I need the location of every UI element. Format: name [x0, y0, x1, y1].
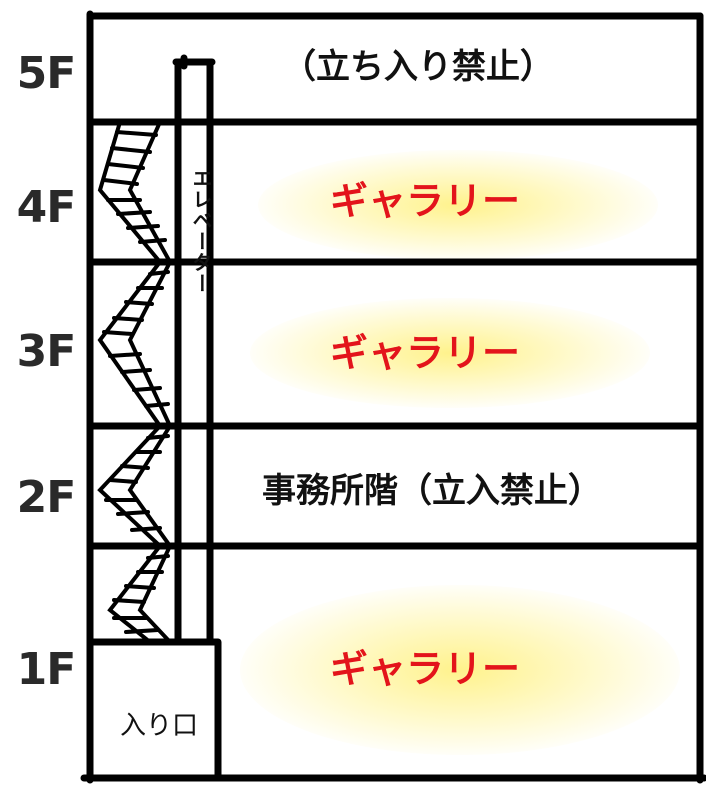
gallery-4f-glow	[258, 150, 658, 260]
floor-label-2f: 2F	[16, 472, 77, 523]
entrance-label: 入り口	[119, 711, 198, 741]
gallery-3f-glow	[250, 298, 650, 408]
room-1f: ギャラリー	[330, 647, 521, 691]
floor-label-3f: 3F	[16, 326, 77, 377]
floor-label-4f: 4F	[16, 182, 77, 233]
entrance-box	[86, 638, 222, 782]
elevator-shaft	[172, 58, 216, 644]
room-3f: ギャラリー	[330, 331, 521, 375]
floor-label-1f: 1F	[16, 644, 77, 695]
room-4f: ギャラリー	[330, 179, 521, 223]
gallery-1f-glow	[240, 585, 680, 755]
room-2f: 事務所階（立入禁止）	[262, 471, 602, 511]
staircase	[97, 120, 173, 644]
room-5f: （立ち入り禁止）	[282, 47, 554, 87]
floor-label-5f: 5F	[16, 48, 77, 99]
elevator-label: エレベーター	[189, 168, 213, 294]
